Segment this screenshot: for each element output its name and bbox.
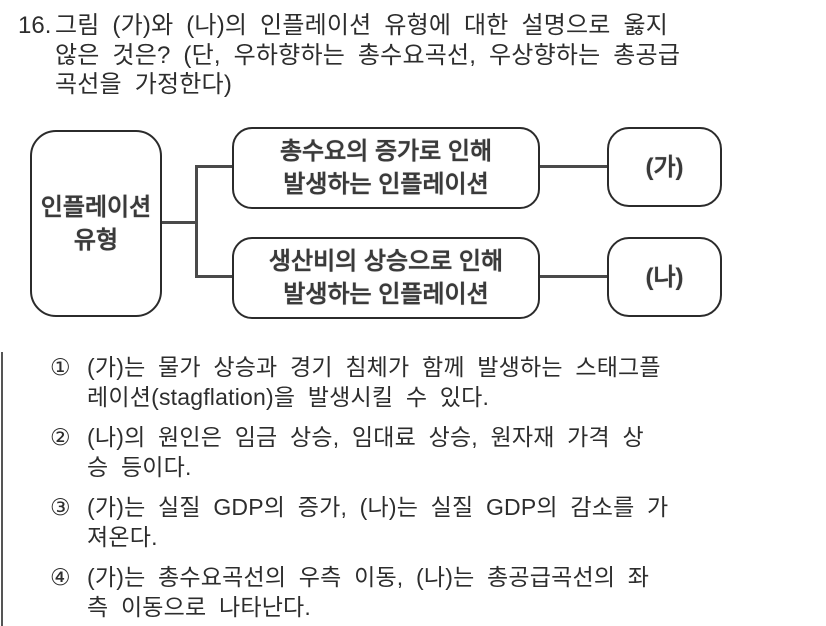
option-2-marker: ② — [50, 424, 71, 450]
option-2: ② (나)의 원인은 임금 상승, 임대료 상승, 원자재 가격 상 승 등이다… — [50, 422, 805, 482]
column-divider-line — [1, 352, 3, 626]
connector-root — [160, 221, 197, 224]
option-4-text: (가)는 총수요곡선의 우측 이동, (나)는 총공급곡선의 좌 측 이동으로 … — [87, 564, 650, 620]
option-4: ④ (가)는 총수요곡선의 우측 이동, (나)는 총공급곡선의 좌 측 이동으… — [50, 562, 805, 622]
connector-branch-vertical — [195, 165, 198, 278]
connector-branch-bottom — [195, 275, 234, 278]
connector-branch-top — [195, 165, 234, 168]
question-block: 16. 그림 (가)와 (나)의 인플레이션 유형에 대한 설명으로 옳지 않은… — [18, 11, 808, 100]
option-1-text: (가)는 물가 상승과 경기 침체가 함께 발생하는 스태그플 레이션(stag… — [87, 354, 661, 410]
option-3-marker: ③ — [50, 494, 71, 520]
diagram-cost-push-box: 생산비의 상승으로 인해 발생하는 인플레이션 — [232, 237, 540, 319]
answer-options: ① (가)는 물가 상승과 경기 침체가 함께 발생하는 스태그플 레이션(st… — [50, 352, 805, 626]
diagram-label-ga-box: (가) — [607, 127, 722, 207]
diagram-demand-pull-box: 총수요의 증가로 인해 발생하는 인플레이션 — [232, 127, 540, 209]
option-4-marker: ④ — [50, 564, 71, 590]
diagram-label-na-box: (나) — [607, 237, 722, 317]
connector-to-na — [538, 275, 609, 278]
connector-to-ga — [538, 165, 609, 168]
question-number: 16. — [18, 12, 52, 39]
question-text: 그림 (가)와 (나)의 인플레이션 유형에 대한 설명으로 옳지 않은 것은?… — [55, 12, 681, 98]
option-3-text: (가)는 실질 GDP의 증가, (나)는 실질 GDP의 감소를 가 져온다. — [87, 494, 669, 550]
option-3: ③ (가)는 실질 GDP의 증가, (나)는 실질 GDP의 감소를 가 져온… — [50, 492, 805, 552]
option-1-marker: ① — [50, 354, 71, 380]
option-2-text: (나)의 원인은 임금 상승, 임대료 상승, 원자재 가격 상 승 등이다. — [87, 424, 644, 480]
diagram-root-box: 인플레이션 유형 — [30, 130, 162, 317]
option-1: ① (가)는 물가 상승과 경기 침체가 함께 발생하는 스태그플 레이션(st… — [50, 352, 805, 412]
